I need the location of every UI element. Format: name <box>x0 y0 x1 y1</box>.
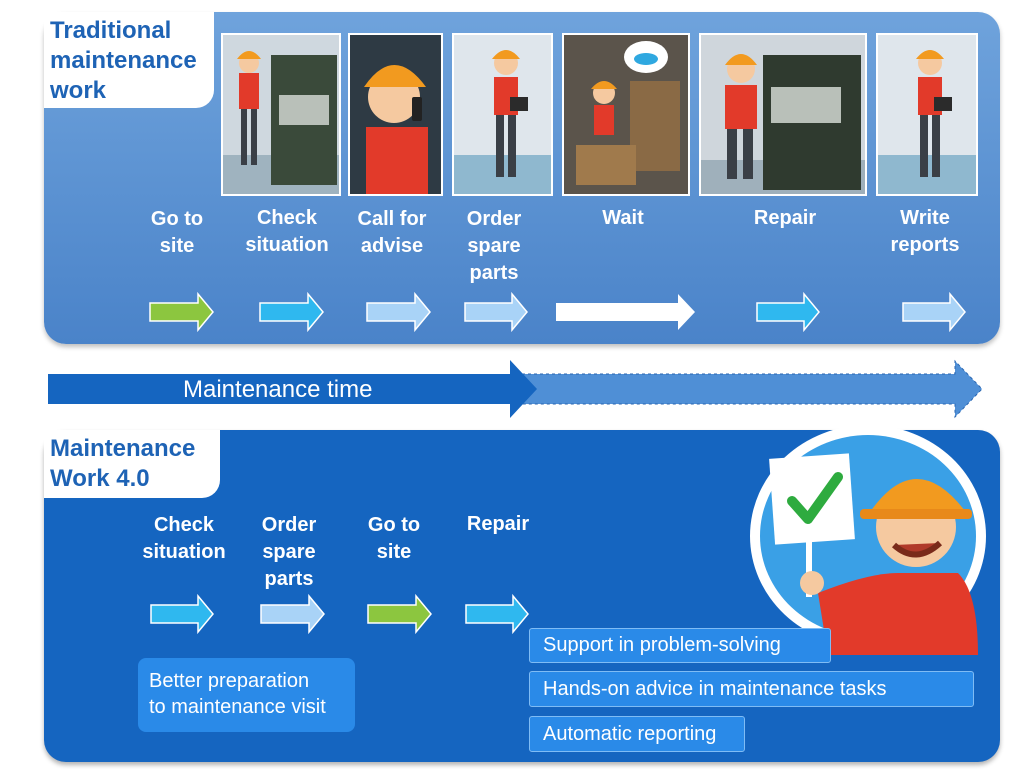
benefit-problem-solving: Support in problem-solving <box>529 628 831 663</box>
step-line: spare <box>467 235 521 257</box>
arrow-modern-order-spare-parts <box>260 593 325 635</box>
photo-wait <box>562 33 690 196</box>
step-line: Call for <box>357 208 427 230</box>
modern-step-order-spare-parts: Order spare parts <box>234 512 344 593</box>
modern-title: Maintenance Work 4.0 <box>44 430 220 498</box>
timeline-solid-arrow <box>48 360 537 418</box>
step-line: parts <box>264 568 314 590</box>
step-line: Check <box>256 207 318 229</box>
better-preparation-box: Better preparation to maintenance visit <box>138 658 355 732</box>
traditional-title-line1: Traditional <box>50 17 172 44</box>
step-line: Wait <box>602 207 644 229</box>
modern-step-repair: Repair <box>443 511 553 538</box>
modern-title-line1: Maintenance <box>50 435 196 462</box>
traditional-step-wait: Wait <box>568 205 678 232</box>
arrow-modern-repair <box>465 593 529 635</box>
traditional-step-call-for-advise: Call for advise <box>337 206 447 260</box>
traditional-step-check-situation: Check situation <box>232 205 342 259</box>
check-icon <box>787 472 843 524</box>
arrow-check-situation <box>259 291 324 333</box>
arrow-call-for-advise <box>366 291 431 333</box>
photo-write-reports <box>876 33 978 196</box>
step-line: Order <box>261 514 317 536</box>
step-line: situation <box>142 541 226 563</box>
traditional-title: Traditional maintenance work <box>44 12 214 108</box>
better-preparation-line2: to maintenance visit <box>149 696 326 718</box>
step-line: site <box>159 235 195 257</box>
traditional-step-go-to-site: Go to site <box>122 206 232 260</box>
maintenance-time-label: Maintenance time <box>183 376 373 403</box>
modern-step-go-to-site: Go to site <box>339 512 449 566</box>
arrow-modern-check-situation <box>150 593 214 635</box>
photo-order-spare-parts <box>452 33 553 196</box>
traditional-title-line3: work <box>50 77 107 104</box>
step-line: Repair <box>753 207 817 229</box>
step-line: parts <box>469 262 519 284</box>
modern-title-line2: Work 4.0 <box>50 465 150 492</box>
benefit-automatic-reporting: Automatic reporting <box>529 716 745 752</box>
photo-repair <box>699 33 867 196</box>
step-line: Repair <box>466 513 530 535</box>
arrow-wait <box>556 294 695 330</box>
arrow-modern-go-to-site <box>367 593 432 635</box>
step-line: Check <box>153 514 215 536</box>
modern-step-check-situation: Check situation <box>129 512 239 566</box>
step-line: site <box>376 541 412 563</box>
timeline-dashed-arrow <box>509 359 983 419</box>
worker-approval-illustration <box>750 425 986 655</box>
arrow-order-spare-parts <box>464 291 528 333</box>
step-line: reports <box>890 234 960 256</box>
better-preparation-line1: Better preparation <box>149 670 310 692</box>
step-line: advise <box>360 235 424 257</box>
traditional-step-write-reports: Write reports <box>870 205 980 259</box>
hard-hat-icon <box>868 479 968 515</box>
photo-check-situation <box>221 33 341 196</box>
step-line: Go to <box>150 208 204 230</box>
step-line: Write <box>900 207 950 229</box>
step-line: spare <box>262 541 316 563</box>
arrow-repair <box>756 291 820 333</box>
step-line: Go to <box>367 514 421 536</box>
arrow-go-to-site <box>149 291 214 333</box>
arrow-write-reports <box>902 291 966 333</box>
benefit-hands-on-advice: Hands-on advice in maintenance tasks <box>529 671 974 707</box>
step-line: Order <box>466 208 522 230</box>
traditional-step-order-spare-parts: Order spare parts <box>439 206 549 287</box>
traditional-step-repair: Repair <box>730 205 840 232</box>
photo-call-for-advise <box>348 33 443 196</box>
traditional-title-line2: maintenance <box>50 47 197 74</box>
step-line: situation <box>245 234 329 256</box>
